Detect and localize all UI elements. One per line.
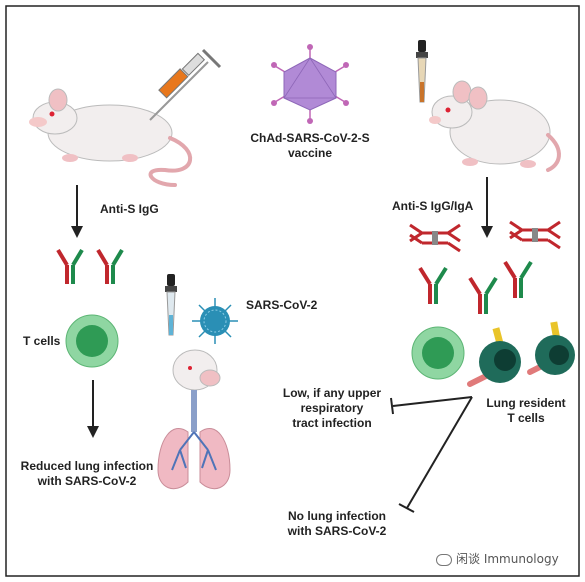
arrow-right-top [481,177,493,238]
no-lung-line1: No lung infection [288,509,386,523]
vaccine-label: ChAd-SARS-CoV-2-S vaccine [232,131,388,161]
iga-dimer-2 [509,220,561,250]
lung-resident-t-cells-label: Lung resident T cells [478,396,574,426]
dropper-icon [416,40,428,103]
igg-antibody-left-2 [96,248,124,284]
upper-label-line2: respiratory [300,401,364,415]
t-cells-label: T cells [23,334,61,348]
arrow-left-top [71,185,83,238]
trm-label-line1: Lung resident [486,396,566,410]
mouse-left-icon [29,88,192,187]
iga-dimer-1 [409,223,461,253]
trm-label-line2: T cells [507,411,545,425]
sars-cov-2-label: SARS-CoV-2 [246,298,318,312]
left-outcome-line2: with SARS-CoV-2 [37,474,137,488]
igg-antibody-right-2 [468,276,498,314]
vaccine-particle-icon [271,44,349,124]
upper-label-line1: Low, if any upper [282,386,382,400]
watermark-text: 闲谈 Immunology [456,552,559,566]
anti-s-igg-iga-label: Anti-S IgG/IgA [392,199,474,213]
t-cell-right-icon [411,326,465,380]
inhibition-upper-arrow [390,396,473,415]
arrow-left-bottom [87,380,99,438]
anti-s-igg-label: Anti-S IgG [100,202,159,216]
igg-antibody-left-1 [56,248,84,284]
mouse-right-icon [429,80,561,172]
vaccine-label-line2: vaccine [287,146,333,160]
upper-label-line3: tract infection [292,416,372,430]
lung-resident-t-cell-2-icon [527,321,575,375]
dropper-virus-icon [165,274,177,336]
upper-respiratory-label: Low, if any upper respiratory tract infe… [276,386,388,431]
igg-antibody-right-3 [503,260,533,298]
wechat-icon [436,553,452,566]
igg-antibody-right-1 [418,266,448,304]
no-lung-infection-label: No lung infection with SARS-CoV-2 [270,509,404,539]
lungs-icon [157,390,231,490]
vaccine-label-line1: ChAd-SARS-CoV-2-S [250,131,370,145]
left-outcome-line1: Reduced lung infection [20,459,154,473]
lung-resident-t-cell-1-icon [467,327,521,387]
inhibition-lung-arrow [398,396,473,513]
no-lung-line2: with SARS-CoV-2 [287,524,387,538]
syringe-icon [149,48,222,121]
watermark: 闲谈 Immunology [436,550,559,567]
left-outcome-label: Reduced lung infection with SARS-CoV-2 [14,459,160,489]
mouse-head-icon [172,349,221,391]
t-cell-icon [65,314,119,368]
virus-icon [192,298,238,344]
